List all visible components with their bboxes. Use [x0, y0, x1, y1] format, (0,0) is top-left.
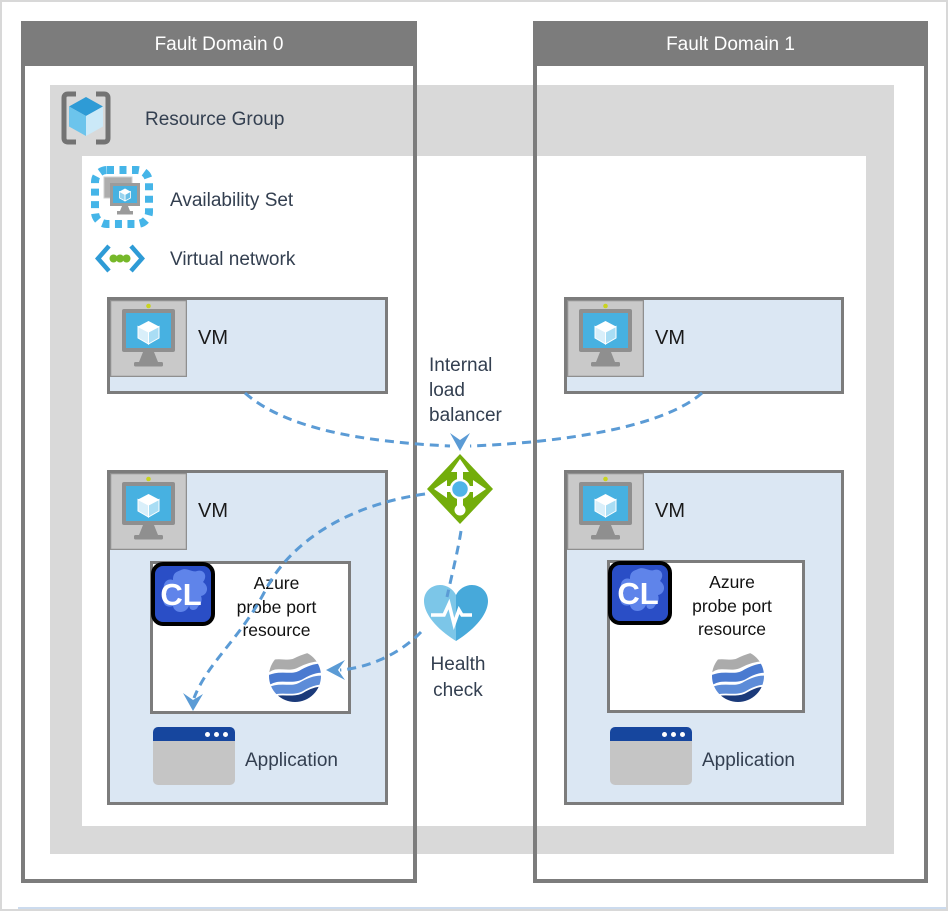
application-window-icon — [153, 727, 235, 785]
fault-domain-0-header: Fault Domain 0 — [24, 24, 414, 66]
load-balancer-label: Internal load balancer — [429, 355, 502, 426]
cl-badge-text: CL — [617, 576, 658, 611]
vm-label: VM — [198, 327, 228, 349]
availability-set-icon — [90, 165, 154, 229]
health-check-label: Health check — [430, 654, 486, 701]
application-window-icon — [610, 727, 692, 785]
availability-set-label: Availability Set — [170, 190, 294, 211]
fault-domain-0-frame: Fault Domain 0 — [21, 21, 417, 883]
fault-domain-1-frame: Fault Domain 1 — [533, 21, 928, 883]
globe-icon — [711, 649, 765, 703]
load-balancer-icon — [425, 452, 495, 528]
probe-port-resource-box: CL Azure probe port resource — [607, 560, 805, 713]
resource-group-cube-icon — [58, 90, 114, 146]
vm-label: VM — [655, 327, 685, 349]
vm-label: VM — [655, 500, 685, 522]
vm-box-top-right: VM — [564, 297, 844, 394]
bottom-edge-strip — [18, 907, 946, 909]
application-label: Application — [245, 750, 338, 771]
resource-group-label: Resource Group — [145, 109, 285, 130]
application-label: Application — [702, 750, 795, 771]
application-titlebar — [153, 727, 235, 741]
virtual-machine-icon — [109, 472, 188, 551]
application-titlebar — [610, 727, 692, 741]
cluster-cl-icon: CL — [608, 561, 672, 625]
virtual-machine-icon — [566, 299, 645, 378]
probe-resource-label: Azure probe port resource — [692, 572, 772, 639]
virtual-network-label: Virtual network — [170, 249, 296, 270]
virtual-machine-icon — [566, 472, 645, 551]
vm-box-bottom-right: VM CL Azure probe port resource — [564, 470, 844, 805]
virtual-machine-icon — [109, 299, 188, 378]
fault-domain-1-header: Fault Domain 1 — [536, 24, 925, 66]
virtual-network-icon — [94, 243, 146, 274]
health-check-heart-icon — [422, 583, 490, 645]
